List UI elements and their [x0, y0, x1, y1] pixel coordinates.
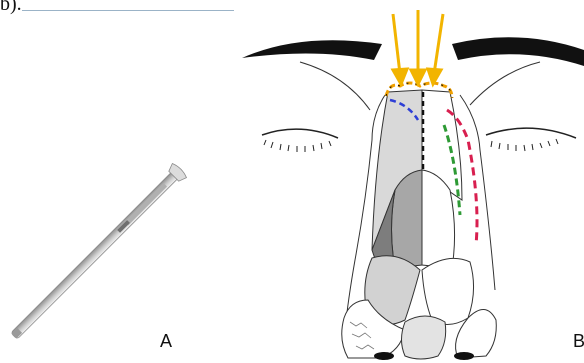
left-eyebrow: [242, 40, 382, 60]
columella: [402, 316, 446, 359]
arrow-right-head: [428, 69, 441, 84]
arrow-left: [393, 14, 400, 74]
arrow-right: [434, 14, 443, 74]
right-eyelid: [486, 128, 576, 138]
left-eyelid: [262, 129, 338, 138]
left-eyelashes: [264, 140, 331, 152]
panel-b-label: B: [573, 331, 584, 352]
impact-arrows: [393, 10, 443, 84]
right-brow-line: [470, 62, 540, 105]
arrow-left-head: [393, 69, 407, 84]
right-nostril: [454, 352, 474, 360]
arrow-center-head: [411, 70, 425, 84]
left-brow-line: [300, 62, 370, 110]
right-eyelashes: [491, 139, 558, 151]
right-lower-lateral-cartilage: [422, 258, 474, 324]
right-eyebrow: [452, 37, 584, 66]
panel-a-label: A: [160, 331, 172, 352]
left-nostril: [374, 352, 394, 360]
